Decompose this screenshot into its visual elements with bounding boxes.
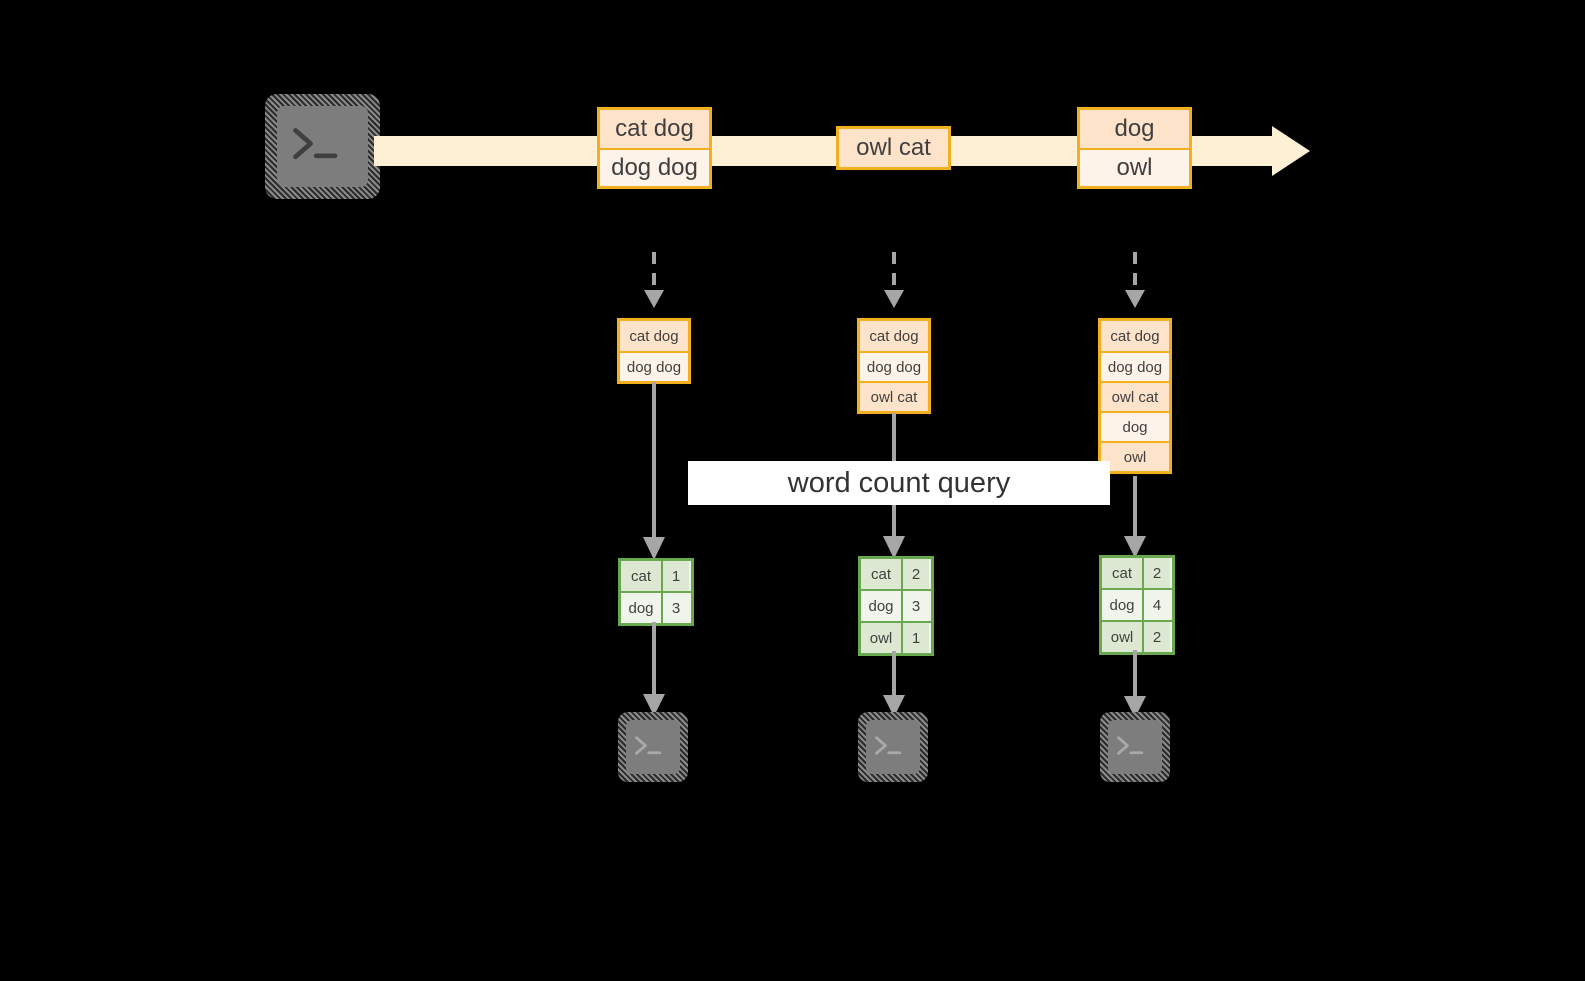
table-row: dog 3	[621, 591, 691, 623]
state-stack-snapshot-2: cat dog dog dog owl cat	[857, 318, 931, 414]
result-value: 4	[1144, 590, 1170, 620]
state-row: owl cat	[1101, 381, 1169, 411]
state-stack-snapshot-1: cat dog dog dog	[617, 318, 691, 384]
terminal-screen	[626, 720, 680, 774]
arrow-down-icon-query-1	[643, 382, 665, 560]
prompt-glyph-icon	[635, 736, 662, 755]
stream-record-line: cat dog	[600, 110, 709, 148]
result-value: 3	[903, 591, 929, 621]
terminal-screen	[1108, 720, 1162, 774]
result-value: 2	[1144, 558, 1170, 588]
prompt-glyph-icon	[293, 128, 338, 160]
result-key: dog	[621, 593, 663, 623]
result-table-snapshot-1: cat 1 dog 3	[618, 558, 694, 626]
state-row: owl	[1101, 441, 1169, 471]
table-row: dog 3	[861, 589, 931, 621]
table-row: cat 2	[861, 559, 931, 589]
state-row: cat dog	[620, 321, 688, 351]
result-key: cat	[621, 561, 663, 591]
result-table-snapshot-2: cat 2 dog 3 owl 1	[858, 556, 934, 656]
result-value: 1	[903, 623, 929, 653]
stream-record-line: owl	[1080, 148, 1189, 186]
table-row: cat 2	[1102, 558, 1172, 588]
result-key: dog	[861, 591, 903, 621]
table-row: owl 2	[1102, 620, 1172, 652]
state-row: owl cat	[860, 381, 928, 411]
result-value: 3	[663, 593, 689, 623]
arrow-down-icon-sink-3	[1124, 650, 1146, 718]
terminal-icon-sink-1	[618, 712, 688, 782]
stream-record-line: dog	[1080, 110, 1189, 148]
stream-record-batch-1: cat dog dog dog	[597, 107, 712, 189]
result-key: dog	[1102, 590, 1144, 620]
dashed-arrow-down-icon-3	[1125, 252, 1145, 308]
result-key: cat	[1102, 558, 1144, 588]
state-row: cat dog	[1101, 321, 1169, 351]
stream-record-line: dog dog	[600, 148, 709, 186]
state-row: cat dog	[860, 321, 928, 351]
terminal-icon-source	[265, 94, 380, 199]
terminal-screen	[277, 106, 368, 187]
result-key: owl	[1102, 622, 1144, 652]
arrow-down-icon-query-3	[1124, 476, 1146, 558]
stream-record-line: owl cat	[839, 129, 948, 167]
result-value: 2	[1144, 622, 1170, 652]
arrow-down-icon-sink-2	[883, 651, 905, 717]
result-value: 1	[663, 561, 689, 591]
arrow-down-icon-sink-1	[643, 622, 665, 716]
result-table-snapshot-3: cat 2 dog 4 owl 2	[1099, 555, 1175, 655]
state-stack-snapshot-3: cat dog dog dog owl cat dog owl	[1098, 318, 1172, 474]
state-row: dog dog	[860, 351, 928, 381]
state-row: dog	[1101, 411, 1169, 441]
terminal-icon-sink-2	[858, 712, 928, 782]
state-row: dog dog	[1101, 351, 1169, 381]
query-label: word count query	[787, 466, 1011, 499]
prompt-glyph-icon	[875, 736, 902, 755]
state-row: dog dog	[620, 351, 688, 381]
terminal-screen	[866, 720, 920, 774]
result-value: 2	[903, 559, 929, 589]
table-row: owl 1	[861, 621, 931, 653]
prompt-glyph-icon	[1117, 736, 1144, 755]
dashed-arrow-down-icon-1	[644, 252, 664, 308]
result-key: cat	[861, 559, 903, 589]
query-label-band: word count query	[688, 461, 1110, 505]
stream-record-batch-2: owl cat	[836, 126, 951, 170]
dashed-arrow-down-icon-2	[884, 252, 904, 308]
table-row: cat 1	[621, 561, 691, 591]
stream-record-batch-3: dog owl	[1077, 107, 1192, 189]
table-row: dog 4	[1102, 588, 1172, 620]
terminal-icon-sink-3	[1100, 712, 1170, 782]
result-key: owl	[861, 623, 903, 653]
